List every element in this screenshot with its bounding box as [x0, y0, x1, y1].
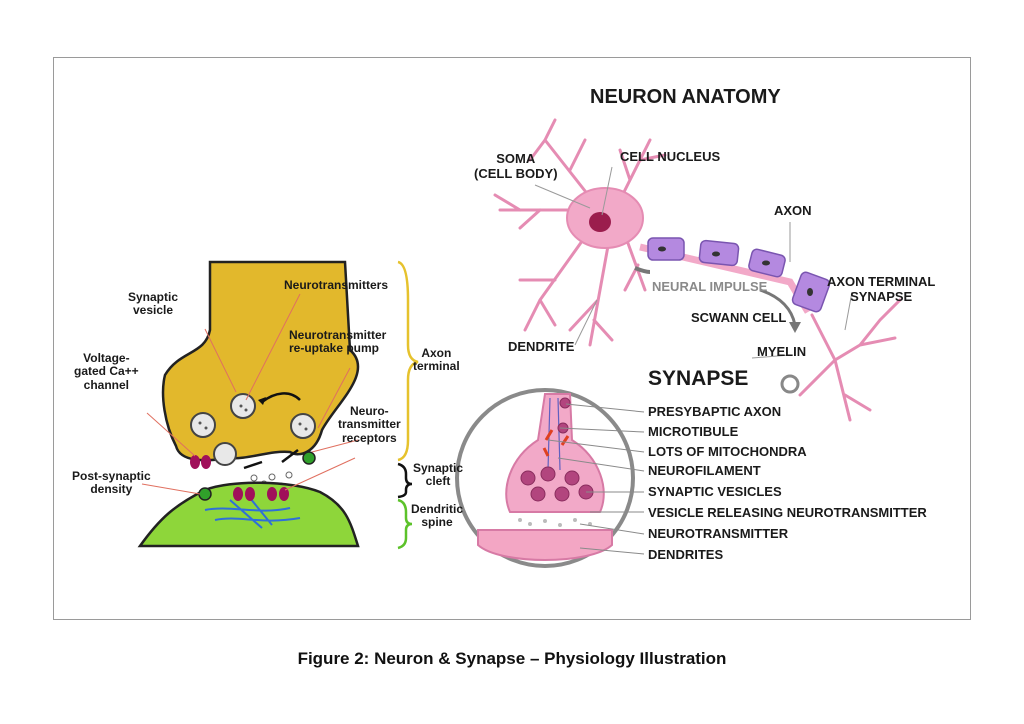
channels: [190, 455, 289, 501]
neuron-drawing: [493, 118, 667, 347]
label-vesicle-releasing: VESICLE RELEASING NEUROTRANSMITTER: [648, 505, 927, 520]
axon-terminal-brace: [397, 260, 419, 462]
label-neurotransmitter-receptors: Neuro- transmitter receptors: [338, 404, 401, 445]
neuron-anatomy-title: NEURON ANATOMY: [590, 86, 781, 108]
dendrite-shape: [477, 529, 613, 561]
label-reuptake-pump: Neurotransmitter re-uptake pump: [289, 328, 387, 356]
dendritic-spine-brace: [397, 498, 413, 550]
label-cell-nucleus: CELL NUCLEUS: [620, 149, 721, 164]
figure-caption: Figure 2: Neuron & Synapse – Physiology …: [297, 649, 727, 668]
label-axon-terminal-synapse: AXON TERMINAL SYNAPSE: [827, 274, 936, 304]
label-axon-terminal: Axon terminal: [413, 346, 460, 374]
detail-vesicles: [520, 397, 594, 502]
label-presynaptic-axon: PRESYBAPTIC AXON: [648, 404, 782, 419]
synaptic-vesicles: [190, 393, 316, 466]
label-synaptic-vesicle: Synaptic vesicle: [128, 290, 179, 318]
label-neurotransmitters: Neurotransmitters: [284, 278, 389, 292]
label-neural-impulse: NEURAL IMPULSE: [652, 279, 768, 294]
label-microtubule: MICROTIBULE: [648, 424, 739, 439]
synaptic-cleft-brace: [397, 462, 413, 499]
label-neurotransmitter: NEUROTRANSMITTER: [648, 526, 789, 541]
label-axon: AXON: [774, 203, 812, 218]
impulse-arrow: [759, 288, 797, 326]
label-myelin: MYELIN: [757, 344, 807, 359]
label-mitochondria: LOTS OF MITOCHONDRA: [648, 444, 807, 459]
myelin-sheaths: [647, 237, 831, 313]
label-voltage-gated-channel: Voltage- gated Ca++ channel: [74, 351, 139, 392]
label-dendrites: DENDRITES: [648, 547, 724, 562]
label-dendritic-spine: Dendritic spine: [411, 502, 464, 530]
nucleus-shape: [589, 212, 611, 232]
axon-terminal-branches: [798, 298, 902, 422]
label-dendrite: DENDRITE: [508, 339, 575, 354]
reuptake-arrow: [261, 392, 301, 404]
label-neurofilament: NEUROFILAMENT: [648, 463, 761, 478]
label-schwann-cell: SCWANN CELL: [691, 310, 787, 325]
label-soma: SOMA (CELL BODY): [474, 151, 558, 181]
synapse-title: SYNAPSE: [648, 367, 749, 390]
label-synaptic-cleft: Synaptic cleft: [413, 461, 464, 489]
dendritic-spine-drawing: [137, 481, 360, 548]
label-synaptic-vesicles: SYNAPTIC VESICLES: [648, 484, 782, 499]
label-post-synaptic-density: Post-synaptic density: [72, 469, 151, 497]
